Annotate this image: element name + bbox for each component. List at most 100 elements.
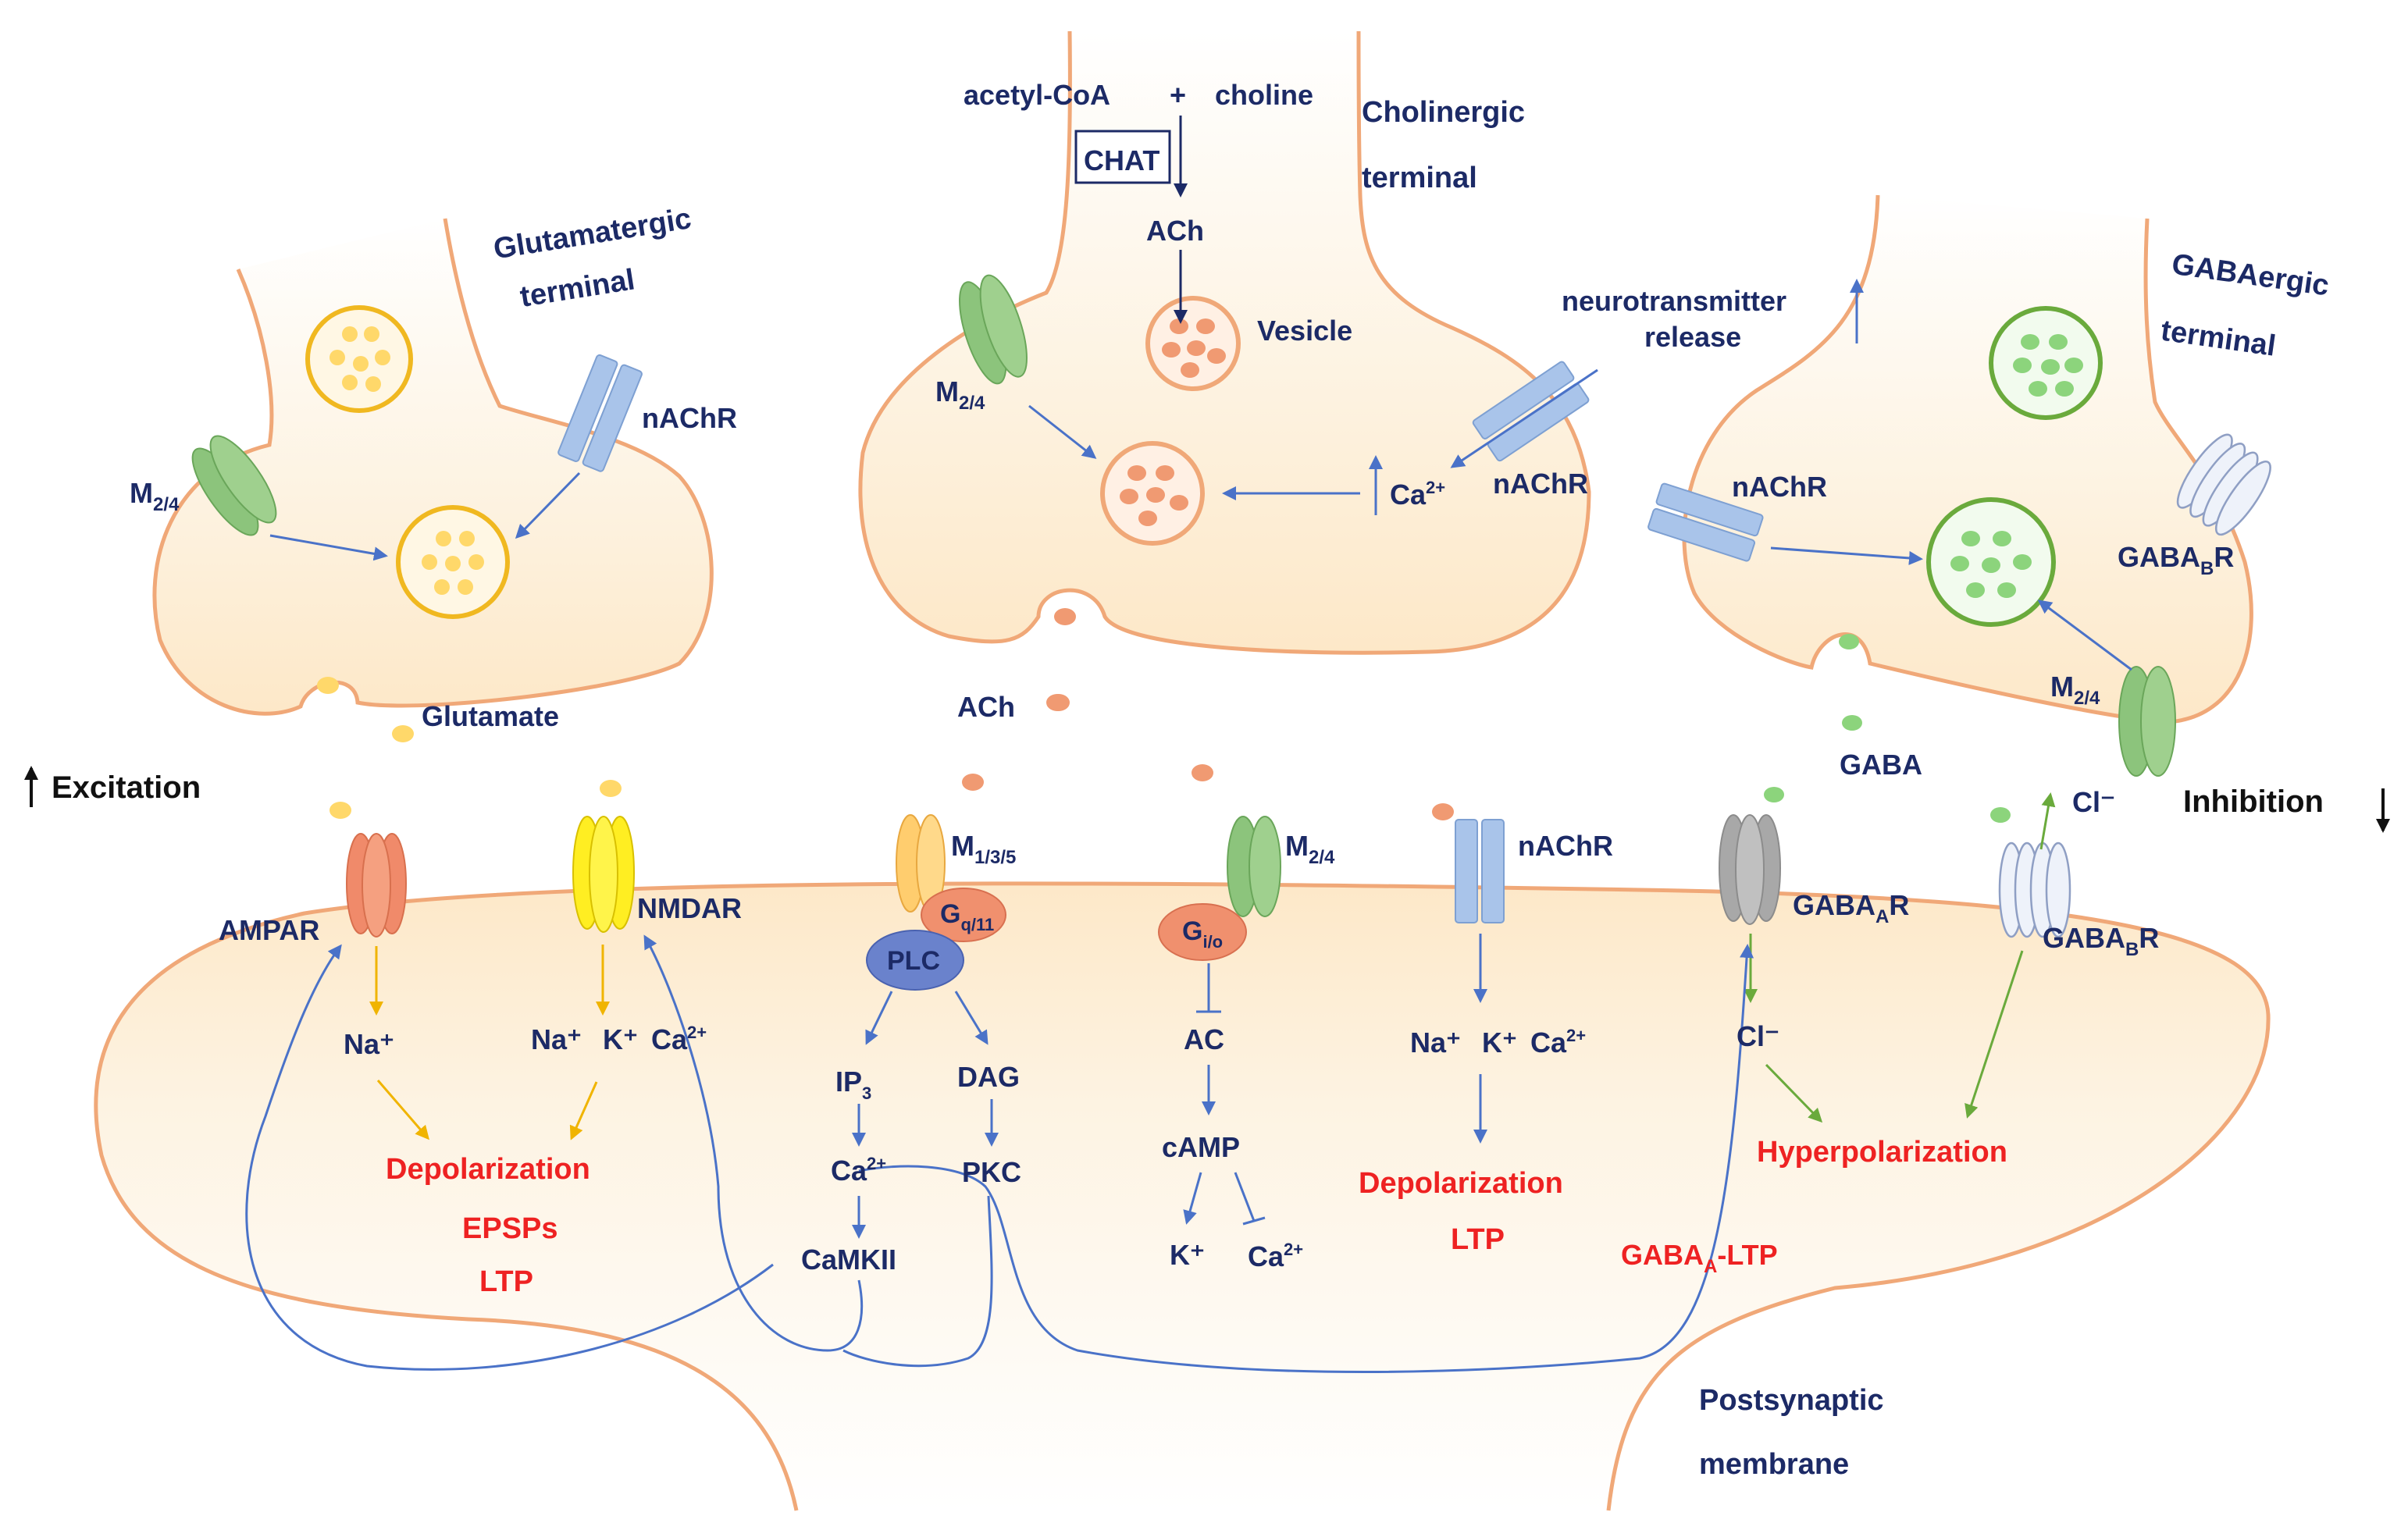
epsps-label: EPSPs bbox=[462, 1212, 558, 1245]
ach-molecules bbox=[962, 608, 1454, 820]
vesicle-label: Vesicle bbox=[1257, 315, 1352, 347]
hyperpolarization-label: Hyperpolarization bbox=[1757, 1136, 2007, 1169]
nachr-label-postsynaptic: nAChR bbox=[1518, 830, 1613, 862]
k-label-nachr: K⁺ bbox=[1482, 1027, 1517, 1059]
camkii-label: CaMKII bbox=[801, 1244, 896, 1276]
postsynaptic-label-line2: membrane bbox=[1699, 1448, 1849, 1481]
excitatory-arrows bbox=[369, 945, 610, 1140]
gabaergic-title-line1: GABAergic bbox=[2170, 248, 2331, 303]
na-label-nachr: Na⁺ bbox=[1410, 1027, 1461, 1059]
chat-label: CHAT bbox=[1084, 144, 1159, 176]
gaba-vesicle-upper bbox=[1989, 306, 2103, 420]
m24-receptor-postsynaptic bbox=[1227, 816, 1281, 917]
nachr-receptor-gabaergic bbox=[1647, 482, 1764, 562]
gaba-vesicle-lower bbox=[1926, 497, 2056, 627]
gi-pathway-arrows bbox=[1183, 963, 1266, 1226]
ampar-receptor bbox=[346, 833, 407, 938]
cl-out-label: Cl⁻ bbox=[2072, 786, 2115, 818]
m24-label-glutamatergic: M2/4 bbox=[130, 477, 180, 515]
m24-receptor-glutamatergic bbox=[191, 435, 277, 536]
ach-vesicle-upper bbox=[1145, 296, 1241, 391]
dag-label: DAG bbox=[957, 1061, 1020, 1093]
ca-label-nachr: Ca2+ bbox=[1530, 1026, 1586, 1059]
glutamatergic-terminal-membrane bbox=[152, 218, 714, 716]
gaba-label: GABA bbox=[1840, 749, 1922, 781]
excitation-label: Excitation bbox=[52, 770, 201, 805]
glutamate-molecules bbox=[317, 677, 622, 819]
gabaa-ltp-label: GABAA-LTP bbox=[1621, 1239, 1778, 1277]
cholinergic-title-line2: terminal bbox=[1362, 162, 1477, 194]
acetyl-coa-label: acetyl-CoA bbox=[964, 79, 1110, 111]
nachr-label-cholinergic: nAChR bbox=[1493, 468, 1588, 500]
gabaa-label: GABAAR bbox=[1793, 889, 1909, 927]
choline-label: choline bbox=[1215, 79, 1313, 111]
ltp-label-excitatory: LTP bbox=[479, 1265, 533, 1298]
postsynaptic-label-line1: Postsynaptic bbox=[1699, 1384, 1884, 1417]
depolarization-label-excitatory: Depolarization bbox=[386, 1153, 590, 1186]
m135-receptor bbox=[896, 814, 946, 913]
na-label-nmdar: Na⁺ bbox=[531, 1023, 582, 1055]
depolarization-label-nachr: Depolarization bbox=[1359, 1167, 1563, 1200]
gabaa-receptor bbox=[1719, 814, 1781, 925]
plc-label: PLC bbox=[887, 946, 940, 976]
ca-label-nmdar: Ca2+ bbox=[651, 1023, 707, 1055]
gabab-receptor-presynaptic bbox=[2176, 433, 2271, 536]
feedback-curves bbox=[245, 934, 1754, 1373]
ca-label-gi: Ca2+ bbox=[1248, 1240, 1303, 1272]
gio-label: Gi/o bbox=[1182, 916, 1223, 952]
glutamate-vesicle-upper bbox=[305, 305, 413, 413]
k-label-nmdar: K⁺ bbox=[603, 1023, 638, 1055]
gabaergic-terminal-label: GABAergic terminal bbox=[2159, 248, 2331, 363]
m135-label: M1/3/5 bbox=[951, 830, 1016, 868]
ca-label-presynaptic: Ca2+ bbox=[1390, 478, 1445, 511]
postsynaptic-neuron-membrane bbox=[94, 881, 2271, 1511]
gq-pathway-arrows bbox=[852, 991, 999, 1239]
gabab-label-postsynaptic: GABABR bbox=[2043, 922, 2159, 960]
m24-label-cholinergic: M2/4 bbox=[935, 375, 985, 414]
glutamatergic-terminal-label: Glutamatergic terminal bbox=[491, 202, 693, 314]
nachr-label-gabaergic: nAChR bbox=[1732, 471, 1827, 503]
nachr-label-glutamatergic: nAChR bbox=[642, 402, 737, 434]
camp-label: cAMP bbox=[1162, 1131, 1240, 1163]
nmdar-label: NMDAR bbox=[637, 892, 742, 924]
gabab-label-presynaptic: GABABR bbox=[2118, 541, 2234, 579]
gabaergic-terminal-membrane bbox=[1682, 194, 2253, 724]
ca-label-ip3: Ca2+ bbox=[831, 1154, 886, 1187]
inhibition-label: Inhibition bbox=[2183, 785, 2324, 819]
chat-enzyme-box bbox=[1074, 130, 1171, 184]
m24-label-postsynaptic: M2/4 bbox=[1285, 830, 1335, 868]
glutamatergic-title-line2: terminal bbox=[518, 263, 637, 314]
gq11-protein bbox=[921, 888, 1006, 942]
ampar-label: AMPAR bbox=[219, 914, 319, 946]
ach-released-label: ACh bbox=[957, 691, 1015, 723]
glutamate-label: Glutamate bbox=[422, 700, 559, 732]
glutamatergic-title-line1: Glutamatergic bbox=[491, 202, 693, 265]
gaba-molecules bbox=[1764, 634, 2011, 823]
ip3-label: IP3 bbox=[835, 1066, 871, 1103]
nmdar-receptor bbox=[572, 816, 635, 933]
m24-receptor-cholinergic bbox=[959, 274, 1028, 385]
ltp-label-nachr: LTP bbox=[1451, 1223, 1505, 1256]
gq11-label: Gq/11 bbox=[940, 899, 994, 934]
presynaptic-arrows bbox=[269, 368, 2132, 671]
ach-synthesis-label: ACh bbox=[1146, 215, 1204, 247]
pkc-label: PKC bbox=[962, 1156, 1021, 1188]
ac-label: AC bbox=[1184, 1023, 1224, 1055]
gabab-receptor-postsynaptic bbox=[1998, 842, 2071, 938]
glutamate-vesicle-lower bbox=[396, 505, 510, 619]
m24-receptor-gabaergic bbox=[2118, 666, 2176, 777]
ach-vesicle-lower bbox=[1100, 441, 1205, 546]
gio-protein bbox=[1158, 903, 1247, 961]
cholinergic-title-line1: Cholinergic bbox=[1362, 96, 1525, 129]
plc-enzyme bbox=[866, 930, 964, 991]
release-label-line2: release bbox=[1644, 321, 1741, 353]
m24-label-gabaergic: M2/4 bbox=[2050, 671, 2100, 709]
nachr-receptor-glutamatergic bbox=[557, 354, 643, 472]
nachr-receptor-postsynaptic bbox=[1455, 819, 1505, 923]
release-label-line1: neurotransmitter bbox=[1562, 285, 1786, 317]
k-label-gi: K⁺ bbox=[1170, 1239, 1205, 1271]
gabaergic-title-line2: terminal bbox=[2159, 315, 2278, 363]
cl-in-label: Cl⁻ bbox=[1737, 1020, 1779, 1052]
na-label-ampar: Na⁺ bbox=[344, 1028, 394, 1060]
